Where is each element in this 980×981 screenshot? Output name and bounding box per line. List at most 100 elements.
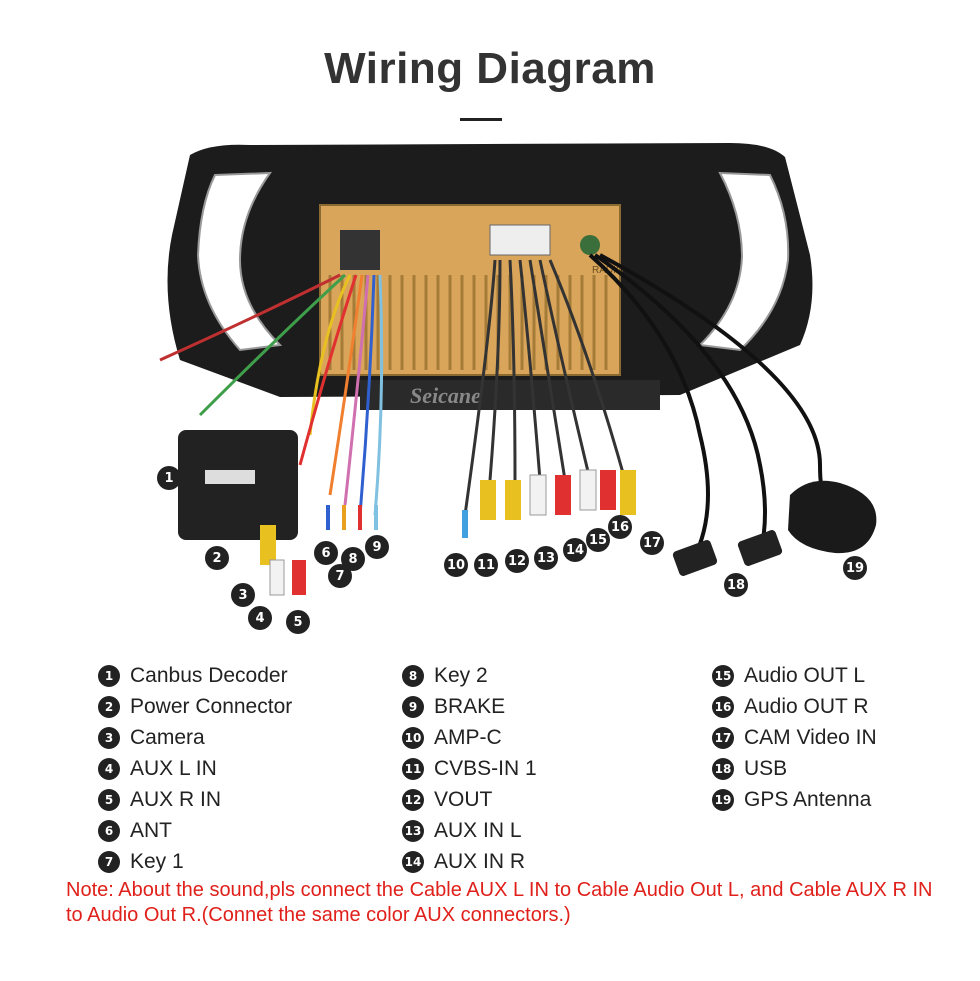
legend-item: 1 Canbus Decoder (98, 660, 292, 691)
page-title: Wiring Diagram (324, 44, 656, 93)
data-socket (489, 224, 551, 256)
sound-note: Note: About the sound,pls connect the Ca… (66, 879, 933, 926)
gps-antenna (788, 480, 877, 554)
legend-item: 18 USB (712, 753, 877, 784)
callout-12: 12 (505, 549, 529, 573)
legend-item: 19 GPS Antenna (712, 784, 877, 815)
head-unit-illustration: RADIO Seicane (159, 143, 877, 596)
legend-number: 4 (98, 757, 120, 780)
watermark-band (360, 380, 660, 410)
callout-11: 11 (474, 553, 498, 577)
legend-item: 2 Power Connector (98, 691, 292, 722)
callout-5: 5 (286, 610, 310, 634)
legend-item: 13 AUX IN L (402, 815, 537, 846)
legend-item: 5 AUX R IN (98, 784, 292, 815)
camera-plug (260, 525, 276, 565)
legend-label: Power Connector (130, 694, 293, 718)
cam-video-in-plug (620, 470, 636, 515)
cvbs-in-plug (480, 480, 496, 520)
legend-number: 10 (402, 726, 424, 749)
brand-watermark: Seicane (410, 383, 481, 408)
aux-in-l-plug (529, 474, 547, 516)
legend-number: 9 (402, 695, 424, 718)
legend-item: 7 Key 1 (98, 846, 292, 877)
usb-plug-1 (672, 540, 718, 576)
legend-number: 3 (98, 726, 120, 749)
legend-number: 16 (712, 695, 734, 718)
legend-label: Camera (130, 725, 205, 749)
legend-number: 18 (712, 757, 734, 780)
callout-13: 13 (534, 546, 558, 570)
legend-item: 4 AUX L IN (98, 753, 292, 784)
callout-4: 4 (248, 606, 272, 630)
legend-number: 17 (712, 726, 734, 749)
aux-r-plug (292, 560, 306, 595)
legend-label: GPS Antenna (744, 787, 872, 811)
legend-label: Key 1 (130, 849, 184, 873)
legend-number: 12 (402, 788, 424, 811)
legend-number: 13 (402, 819, 424, 842)
legend-number: 19 (712, 788, 734, 811)
callout-9: 9 (365, 535, 389, 559)
legend-label: AUX IN R (434, 849, 526, 873)
legend-label: AMP-C (434, 725, 502, 749)
legend-label: CVBS-IN 1 (434, 756, 537, 780)
legend-label: Audio OUT L (744, 663, 866, 687)
power-socket (340, 230, 380, 270)
legend-label: VOUT (434, 787, 493, 811)
legend-number: 11 (402, 757, 424, 780)
amp-c-wire-end (462, 510, 468, 538)
legend-item: 12 VOUT (402, 784, 537, 815)
legend-label: USB (744, 756, 788, 780)
vout-plug (505, 480, 521, 520)
legend-label: AUX R IN (130, 787, 222, 811)
antenna-socket (580, 235, 600, 255)
legend-number: 15 (712, 664, 734, 687)
callout-1: 1 (157, 466, 181, 490)
callout-3: 3 (231, 583, 255, 607)
aux-in-r-plug (555, 475, 571, 515)
legend-label: ANT (130, 818, 172, 842)
legend-label: AUX IN L (434, 818, 522, 842)
callout-16: 16 (608, 515, 632, 539)
legend-number: 2 (98, 695, 120, 718)
legend-number: 6 (98, 819, 120, 842)
legend-number: 8 (402, 664, 424, 687)
callout-2: 2 (205, 546, 229, 570)
usb-plug-2 (737, 530, 783, 566)
legend-number: 14 (402, 850, 424, 873)
canbus-label-sticker (205, 470, 255, 484)
legend-number: 7 (98, 850, 120, 873)
legend-label: Canbus Decoder (130, 663, 288, 687)
callout-10: 10 (444, 553, 468, 577)
legend-item: 11 CVBS-IN 1 (402, 753, 537, 784)
legend-column-1: 1 Canbus Decoder 2 Power Connector 3 Camera… (98, 660, 292, 877)
legend-item: 15 Audio OUT L (712, 660, 877, 691)
audio-out-l-plug (579, 469, 597, 511)
legend-item: 10 AMP-C (402, 722, 537, 753)
callout-15: 15 (586, 528, 610, 552)
legend-label: CAM Video IN (744, 725, 877, 749)
legend-item: 14 AUX IN R (402, 846, 537, 877)
left-vent (196, 171, 283, 352)
callout-17: 17 (640, 531, 664, 555)
callout-18: 18 (724, 573, 748, 597)
right-vent (697, 171, 790, 352)
legend-item: 3 Camera (98, 722, 292, 753)
legend-label: Key 2 (434, 663, 488, 687)
canbus-decoder (178, 430, 298, 540)
legend-item: 6 ANT (98, 815, 292, 846)
legend-item: 8 Key 2 (402, 660, 537, 691)
callout-8: 8 (341, 547, 365, 571)
legend-item: 17 CAM Video IN (712, 722, 877, 753)
callout-6: 6 (314, 541, 338, 565)
legend-number: 5 (98, 788, 120, 811)
legend-label: AUX L IN (130, 756, 217, 780)
legend-number: 1 (98, 664, 120, 687)
aux-l-plug (269, 559, 285, 596)
callout-14: 14 (563, 538, 587, 562)
